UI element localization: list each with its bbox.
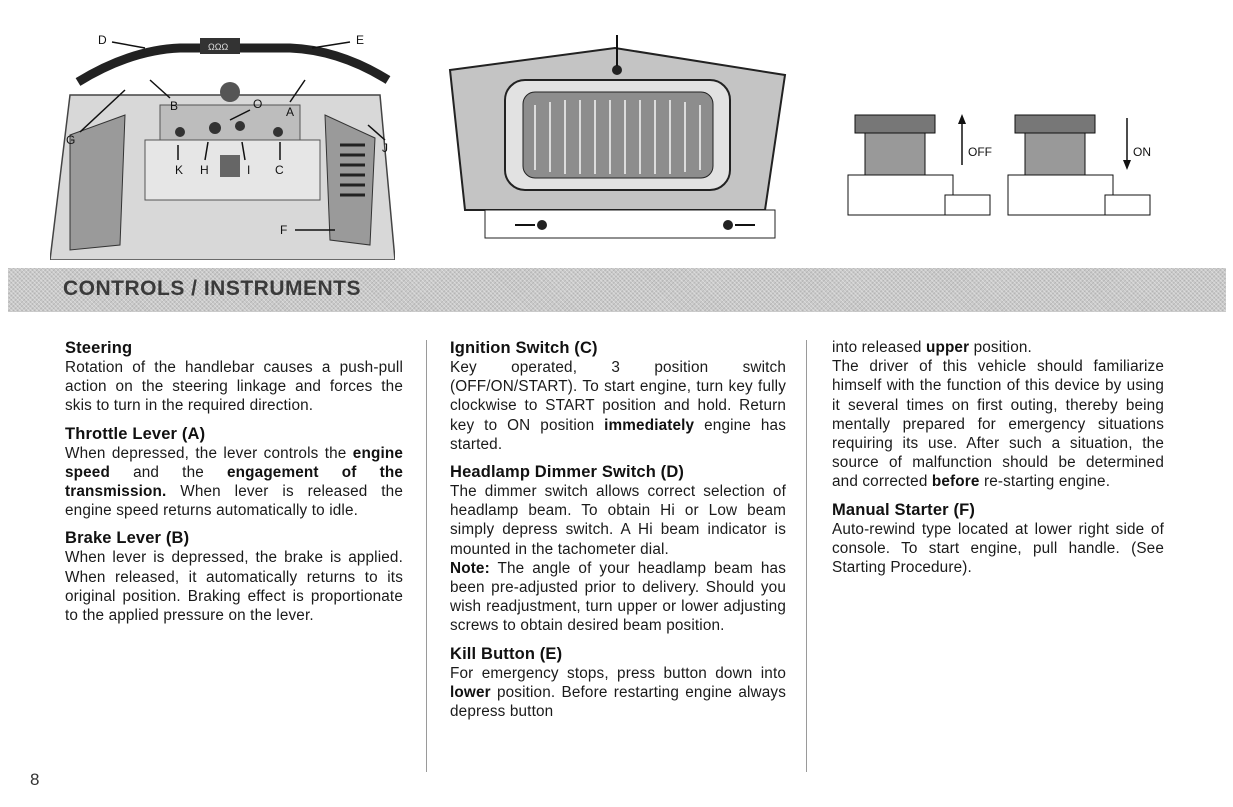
brake-heading: Brake Lever (B) <box>65 529 190 548</box>
column-1: Steering Rotation of the handlebar cause… <box>65 338 403 633</box>
ignition-heading: Ignition Switch (C) <box>450 339 598 357</box>
label-i: I <box>247 163 250 177</box>
steering-text: Rotation of the handlebar causes a push-… <box>65 359 403 415</box>
headlamp-illustration <box>448 35 787 239</box>
throttle-text: When depressed, the lever controls the e… <box>65 444 403 520</box>
kill-heading: Kill Button (E) <box>450 644 563 663</box>
kill-advice-text: The driver of this vehicle should famili… <box>832 358 1164 491</box>
label-k: K <box>175 163 183 177</box>
steering-heading: Steering <box>65 339 133 357</box>
throttle-heading: Throttle Lever (A) <box>65 424 206 443</box>
label-f: F <box>280 223 287 237</box>
column-divider <box>426 340 427 772</box>
ignition-text: Key operated, 3 position switch (OFF/ON/… <box>450 359 786 453</box>
label-g: G <box>66 133 75 147</box>
label-a: A <box>286 105 294 119</box>
label-o: O <box>253 97 262 111</box>
note-text: Note: The angle of your headlamp beam ha… <box>450 559 786 635</box>
page-number: 8 <box>30 770 40 789</box>
manual-starter-heading: Manual Starter (F) <box>832 500 975 519</box>
column-3: into released upper position. The driver… <box>832 338 1164 585</box>
kill-switch-illustration: OFF ON <box>847 114 1151 216</box>
label-c: C <box>275 163 284 177</box>
kill-text: For emergency stops, press button down i… <box>450 664 786 721</box>
section-banner: CONTROLS / INSTRUMENTS <box>8 268 1226 312</box>
label-j: J <box>382 141 388 155</box>
label-b: B <box>170 99 178 113</box>
column-divider <box>806 340 807 772</box>
off-label: OFF <box>968 145 992 159</box>
on-label: ON <box>1133 145 1151 159</box>
dimmer-heading: Headlamp Dimmer Switch (D) <box>450 463 685 482</box>
manual-starter-text: Auto-rewind type located at lower right … <box>832 520 1164 577</box>
label-h: H <box>200 163 209 177</box>
kill-continued-text: into released upper position. <box>832 339 1032 356</box>
label-e: E <box>356 33 364 47</box>
brake-text: When lever is depressed, the brake is ap… <box>65 549 403 625</box>
console-illustration: ΩΩΩ D E B O A G J K H I C F <box>50 20 395 260</box>
section-title: CONTROLS / INSTRUMENTS <box>63 277 361 300</box>
label-d: D <box>98 33 107 47</box>
dimmer-text: The dimmer switch allows correct selecti… <box>450 483 786 558</box>
column-2: Ignition Switch (C) Key operated, 3 posi… <box>450 338 786 729</box>
gauge-text: ΩΩΩ <box>208 42 228 52</box>
